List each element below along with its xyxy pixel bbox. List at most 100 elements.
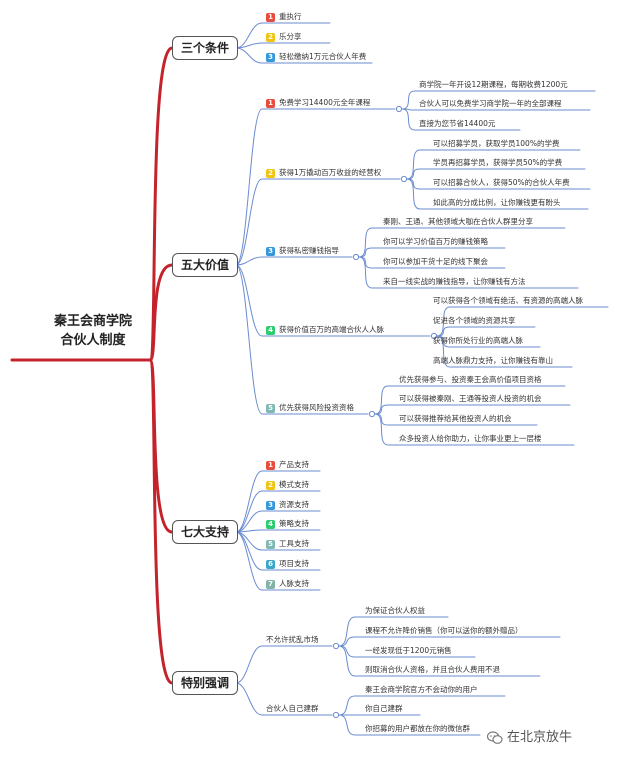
emphasis-detail: 一经发现低于1200元销售 (365, 646, 452, 655)
value-detail: 来自一线实战的赚钱指导，让你赚钱有方法 (383, 277, 526, 286)
connector-line (358, 247, 506, 258)
value-detail: 可以招募学员，获取学员100%的学费 (433, 139, 560, 148)
value-detail: 商学院一年开设12期课程，每期收费1200元 (419, 80, 568, 89)
connector-line (235, 256, 353, 266)
number-badge-icon: 4 (266, 519, 275, 529)
connector-line (235, 470, 321, 533)
emphasis-detail: 为保证合伙人权益 (365, 606, 425, 615)
connector-line (235, 645, 333, 684)
connector-line (401, 90, 596, 110)
collapse-dot-icon (332, 642, 340, 650)
connector-line (235, 531, 321, 591)
emphasis-item-1: 不允许扰乱市场 (266, 635, 319, 644)
connector-line (338, 616, 449, 647)
connector-line (235, 264, 369, 415)
emphasis-item-2: 合伙人自己建群 (266, 704, 319, 713)
connector-line (235, 490, 321, 533)
branch-emphasis: 特别强调 (172, 671, 238, 695)
number-badge-icon: 3 (266, 500, 275, 510)
wechat-icon (486, 730, 503, 745)
number-badge-icon: 3 (266, 246, 275, 256)
connector-line (235, 47, 373, 64)
emphasis-detail: 则取消合伙人资格，并且合伙人费用不退 (365, 665, 500, 674)
connector-line (406, 168, 586, 180)
root-subtitle: 合伙人制度 (60, 333, 126, 348)
connector-line (338, 636, 561, 647)
collapse-dot-icon (395, 105, 403, 113)
connector-line (374, 413, 575, 446)
connector-line (235, 42, 331, 49)
number-badge-icon: 5 (266, 539, 275, 549)
number-badge-icon: 3 (266, 52, 275, 62)
value-detail: 高端人脉鼎力支持，让你赚钱有靠山 (433, 356, 553, 365)
connector-line (401, 108, 591, 111)
branch-values: 五大价值 (172, 253, 238, 277)
connector-line (374, 404, 571, 415)
number-badge-icon: 2 (266, 168, 275, 178)
branch-conditions: 三个条件 (172, 36, 238, 60)
number-badge-icon: 4 (266, 325, 275, 335)
root-node: 秦王会商学院 合伙人制度 (38, 312, 148, 350)
value-detail: 优先获得参与、投资秦王会高价值项目资格 (399, 375, 542, 384)
value-detail: 获得你所处行业的高端人脉 (433, 336, 523, 345)
value-detail: 众多投资人给你助力，让你事业更上一层楼 (399, 434, 542, 443)
number-badge-icon: 1 (266, 460, 275, 470)
number-badge-icon: 2 (266, 480, 275, 490)
connector-line (401, 108, 521, 131)
value-detail: 可以获得被秦刚、王通等投资人投资的机会 (399, 394, 542, 403)
connector-line (235, 178, 401, 266)
collapse-dot-icon (368, 410, 376, 418)
connector-line (235, 529, 321, 533)
root-title: 秦王会商学院 (53, 314, 132, 329)
number-badge-icon: 1 (266, 98, 275, 108)
number-badge-icon: 7 (266, 579, 275, 589)
connector-line (406, 149, 581, 180)
number-badge-icon: 2 (266, 32, 275, 42)
watermark: 在北京放牛 (486, 726, 572, 745)
connector-line (235, 22, 331, 49)
collapse-dot-icon (332, 711, 340, 719)
collapse-dot-icon (352, 253, 360, 261)
connector-line (235, 264, 431, 337)
emphasis-detail: 你招募的用户都放在你的微信群 (365, 724, 470, 733)
emphasis-detail: 你自己建群 (365, 704, 403, 713)
trunk-branch-line (148, 263, 174, 362)
connector-line (235, 682, 333, 716)
connector-line (235, 510, 321, 533)
connector-line (338, 645, 541, 677)
connector-line (436, 335, 573, 368)
branch-support: 七大支持 (172, 520, 238, 544)
value-detail: 你可以学习价值百万的赚钱策略 (383, 237, 488, 246)
trunk-branch-line (148, 46, 174, 362)
value-detail: 直接为您节省14400元 (419, 119, 496, 128)
emphasis-detail: 秦王会商学院官方不会动你的用户 (365, 685, 478, 694)
collapse-dot-icon (400, 175, 408, 183)
value-detail: 可以获得各个领域有绝活、有资源的高端人脉 (433, 296, 583, 305)
connector-line (436, 306, 609, 337)
connector-line (374, 385, 566, 415)
value-detail: 如此高的分成比例，让你赚钱更有盼头 (433, 198, 561, 207)
connector-line (338, 695, 506, 716)
trunk-branch-line (148, 358, 174, 685)
value-detail: 合伙人可以免费学习商学院一年的全部课程 (419, 99, 562, 108)
emphasis-detail: 课程不允许降价销售（你可以送你的额外赠品） (365, 626, 523, 635)
value-detail: 促进各个领域的资源共享 (433, 316, 516, 325)
connector-line (358, 256, 579, 289)
number-badge-icon: 5 (266, 403, 275, 413)
